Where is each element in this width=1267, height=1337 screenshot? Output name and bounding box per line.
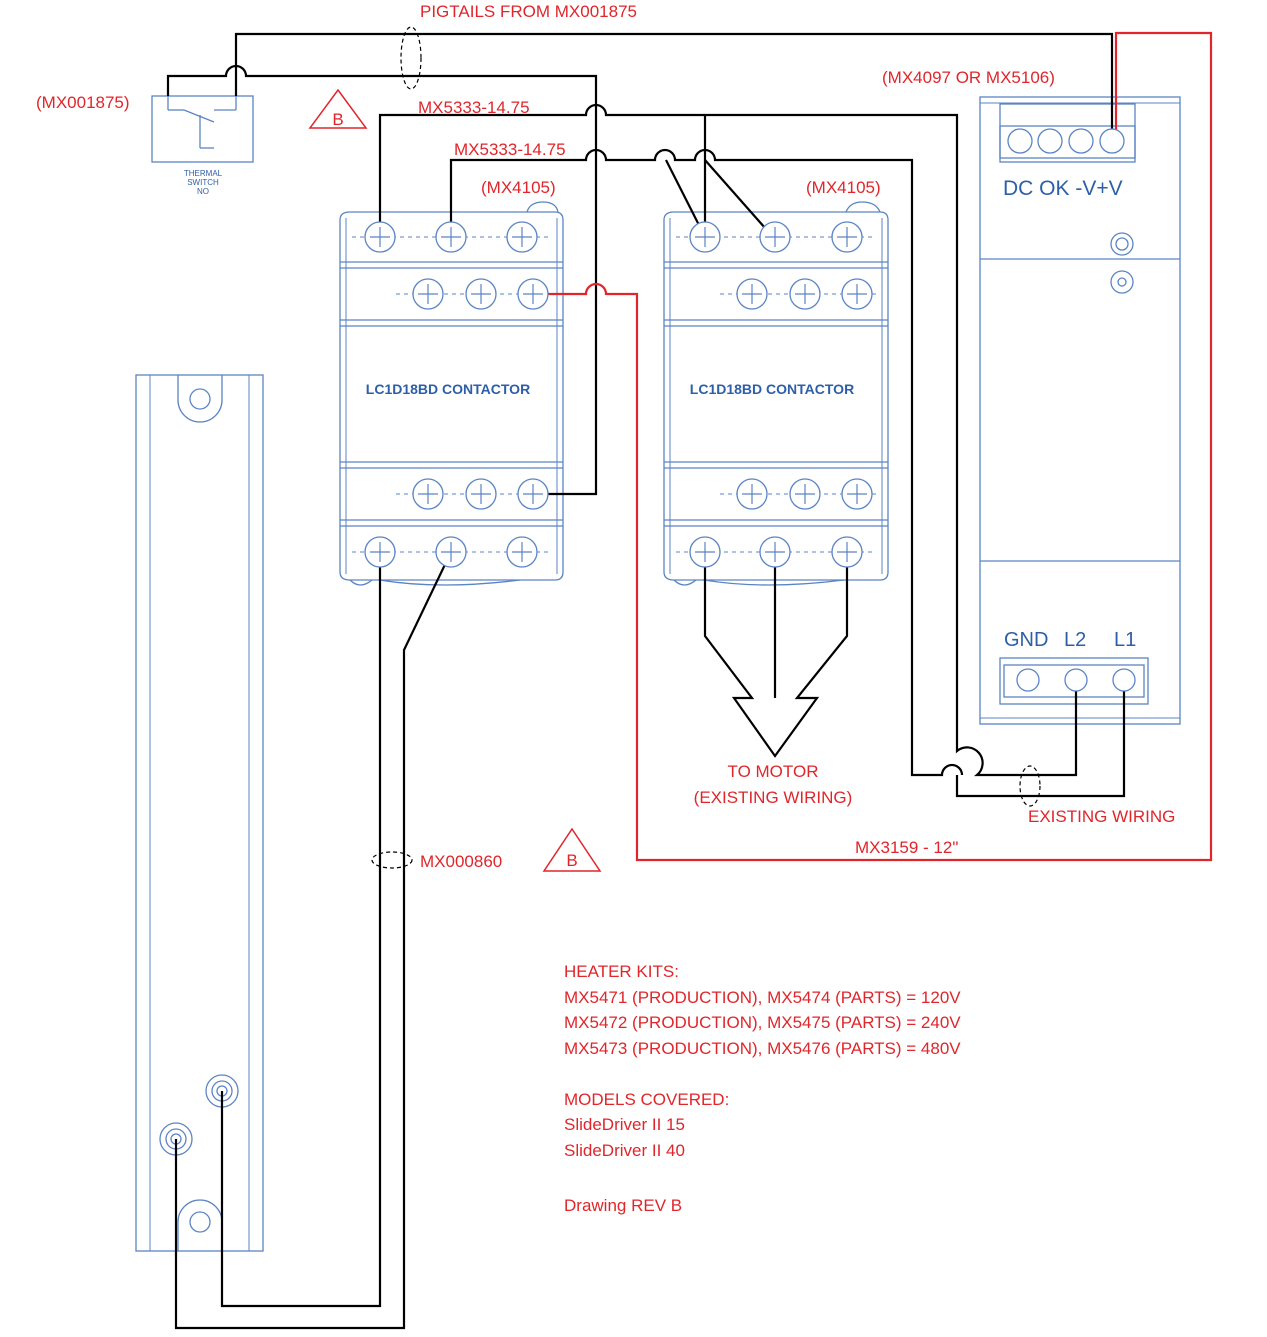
revision-triangle-1: B [308, 88, 368, 129]
psu-l2-label: L2 [1064, 629, 1086, 651]
existing-wiring-marker [1019, 765, 1041, 807]
cable-b-label: MX5333-14.75 [454, 140, 566, 159]
thermal-switch-ref: (MX001875) [36, 93, 130, 112]
notes-block: HEATER KITS: MX5471 (PRODUCTION), MX5474… [564, 962, 961, 1215]
svg-text:B: B [566, 851, 577, 870]
heater-kits-title: HEATER KITS: [564, 962, 679, 981]
heater-kit-line: MX5473 (PRODUCTION), MX5476 (PARTS) = 48… [564, 1039, 961, 1058]
switch-label-3: NO [197, 187, 209, 196]
existing-wiring-label: EXISTING WIRING [1028, 807, 1175, 826]
power-supply: DC OK -V+V GND L2 L1 [979, 96, 1181, 725]
heater-strip [135, 374, 264, 1252]
black-wires [166, 32, 1126, 1330]
model-item: SlideDriver II 40 [564, 1141, 685, 1160]
contactor-1-name: LC1D18BD CONTACTOR [366, 381, 530, 397]
cable-a-label: MX5333-14.75 [418, 98, 530, 117]
mx3159-label: MX3159 - 12" [855, 838, 958, 857]
terminals [364, 128, 1136, 692]
thermal-switch: THERMAL SWITCH NO [151, 95, 254, 196]
revision-triangle-2: B [542, 827, 602, 872]
heater-kit-line: MX5472 (PRODUCTION), MX5475 (PARTS) = 24… [564, 1013, 961, 1032]
heater-cable-marker [371, 851, 413, 869]
svg-text:B: B [332, 110, 343, 129]
switch-label-1: THERMAL [184, 169, 223, 178]
contactor-2-name: LC1D18BD CONTACTOR [690, 381, 854, 397]
psu-ref: (MX4097 OR MX5106) [882, 68, 1055, 87]
psu-top-terminal-label: DC OK -V+V [1003, 177, 1123, 200]
model-item: SlideDriver II 15 [564, 1115, 685, 1134]
mx000860-label: MX000860 [420, 852, 502, 871]
to-motor-sublabel: (EXISTING WIRING) [694, 788, 853, 807]
contactor-2-ref: (MX4105) [806, 178, 881, 197]
to-motor-label: TO MOTOR [728, 762, 819, 781]
pigtails-label: PIGTAILS FROM MX001875 [420, 2, 637, 21]
drawing-revision: Drawing REV B [564, 1196, 682, 1215]
contactor-1-ref: (MX4105) [481, 178, 556, 197]
switch-label-2: SWITCH [187, 178, 219, 187]
psu-gnd-label: GND [1004, 629, 1048, 651]
pigtail-bundle-marker [400, 26, 422, 90]
heater-kit-line: MX5471 (PRODUCTION), MX5474 (PARTS) = 12… [564, 988, 961, 1007]
contactor-2: LC1D18BD CONTACTOR [663, 201, 889, 586]
psu-l1-label: L1 [1114, 629, 1136, 651]
models-title: MODELS COVERED: [564, 1090, 729, 1109]
contactor-1: LC1D18BD CONTACTOR [339, 201, 564, 586]
dc-supply-wire [533, 31, 1213, 862]
